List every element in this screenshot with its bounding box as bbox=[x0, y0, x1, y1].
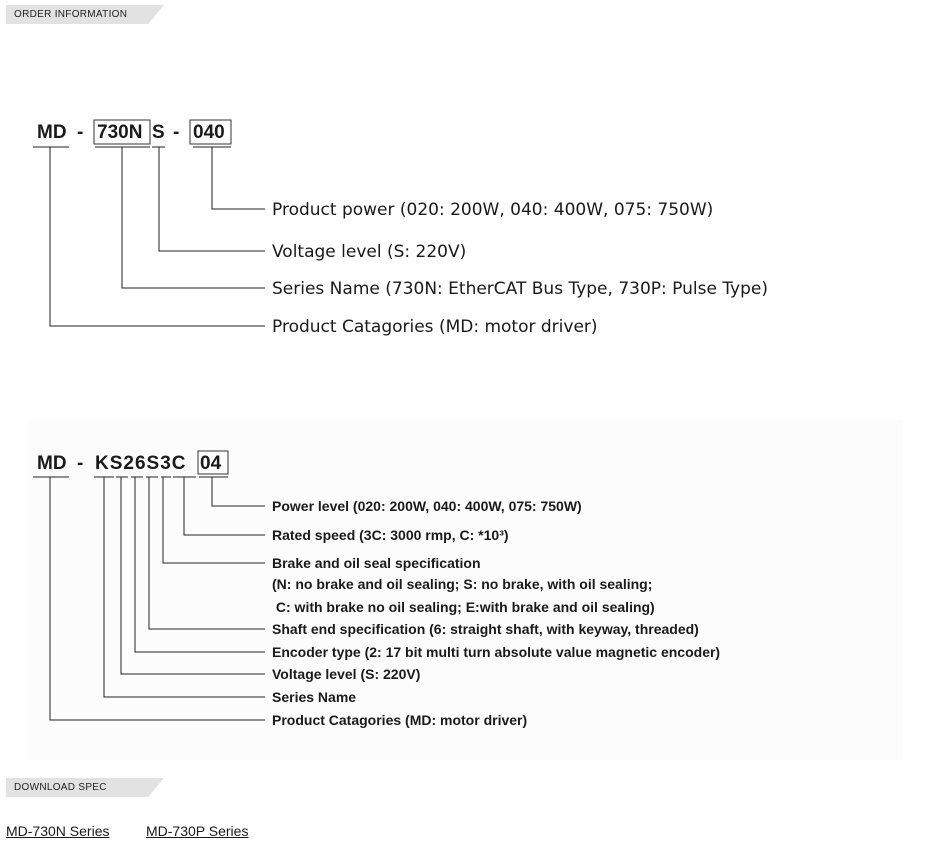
code-dash: - bbox=[77, 122, 83, 143]
label-series-name: Series Name (730N: EtherCAT Bus Type, 73… bbox=[272, 279, 768, 299]
order-code-diagram-motor: MD - KS26S3C 04 Power level (020: 200W, … bbox=[27, 420, 903, 760]
motor-label-brake-line1: (N: no brake and oil sealing; S: no brak… bbox=[272, 576, 652, 592]
motor-label-product-categories: Product Catagories (MD: motor driver) bbox=[272, 712, 527, 728]
motor-code-box-power bbox=[197, 450, 229, 475]
motor-label-series-name: Series Name bbox=[272, 689, 356, 705]
motor-code-prefix: MD bbox=[37, 453, 67, 474]
motor-label-shaft-end: Shaft end specification (6: straight sha… bbox=[272, 621, 699, 637]
motor-code-body: KS26S3C bbox=[95, 453, 187, 474]
code-prefix: MD bbox=[37, 122, 67, 143]
download-spec-tab: DOWNLOAD SPEC bbox=[6, 778, 164, 797]
motor-code-power: 04 bbox=[200, 453, 222, 474]
label-product-categories: Product Catagories (MD: motor driver) bbox=[272, 317, 598, 337]
order-code-diagram-730N: MD - 730N S - 040 Product power (020: 20… bbox=[33, 119, 768, 337]
code-box-power bbox=[189, 119, 232, 145]
motor-label-rated-speed: Rated speed (3C: 3000 rmp, C: *10³) bbox=[272, 527, 509, 543]
code-dash-2: - bbox=[173, 122, 179, 143]
motor-label-brake-line2: C: with brake no oil sealing; E:with bra… bbox=[272, 599, 655, 615]
download-link-md-730p[interactable]: MD-730P Series bbox=[146, 823, 249, 839]
label-product-power: Product power (020: 200W, 040: 400W, 075… bbox=[272, 200, 713, 220]
code-power: 040 bbox=[193, 122, 225, 143]
code-box-series bbox=[93, 119, 151, 145]
label-voltage-level: Voltage level (S: 220V) bbox=[272, 242, 466, 262]
order-information-tab: ORDER INFORMATION bbox=[6, 5, 164, 24]
motor-label-encoder-type: Encoder type (2: 17 bit multi turn absol… bbox=[272, 644, 720, 660]
motor-label-brake-title: Brake and oil seal specification bbox=[272, 555, 481, 571]
motor-code-dash: - bbox=[77, 453, 83, 474]
motor-label-power-level: Power level (020: 200W, 040: 400W, 075: … bbox=[272, 498, 582, 514]
motor-label-voltage-level: Voltage level (S: 220V) bbox=[272, 666, 420, 682]
code-voltage: S bbox=[152, 122, 165, 143]
download-link-md-730n[interactable]: MD-730N Series bbox=[6, 823, 110, 839]
code-series: 730N bbox=[97, 122, 142, 143]
